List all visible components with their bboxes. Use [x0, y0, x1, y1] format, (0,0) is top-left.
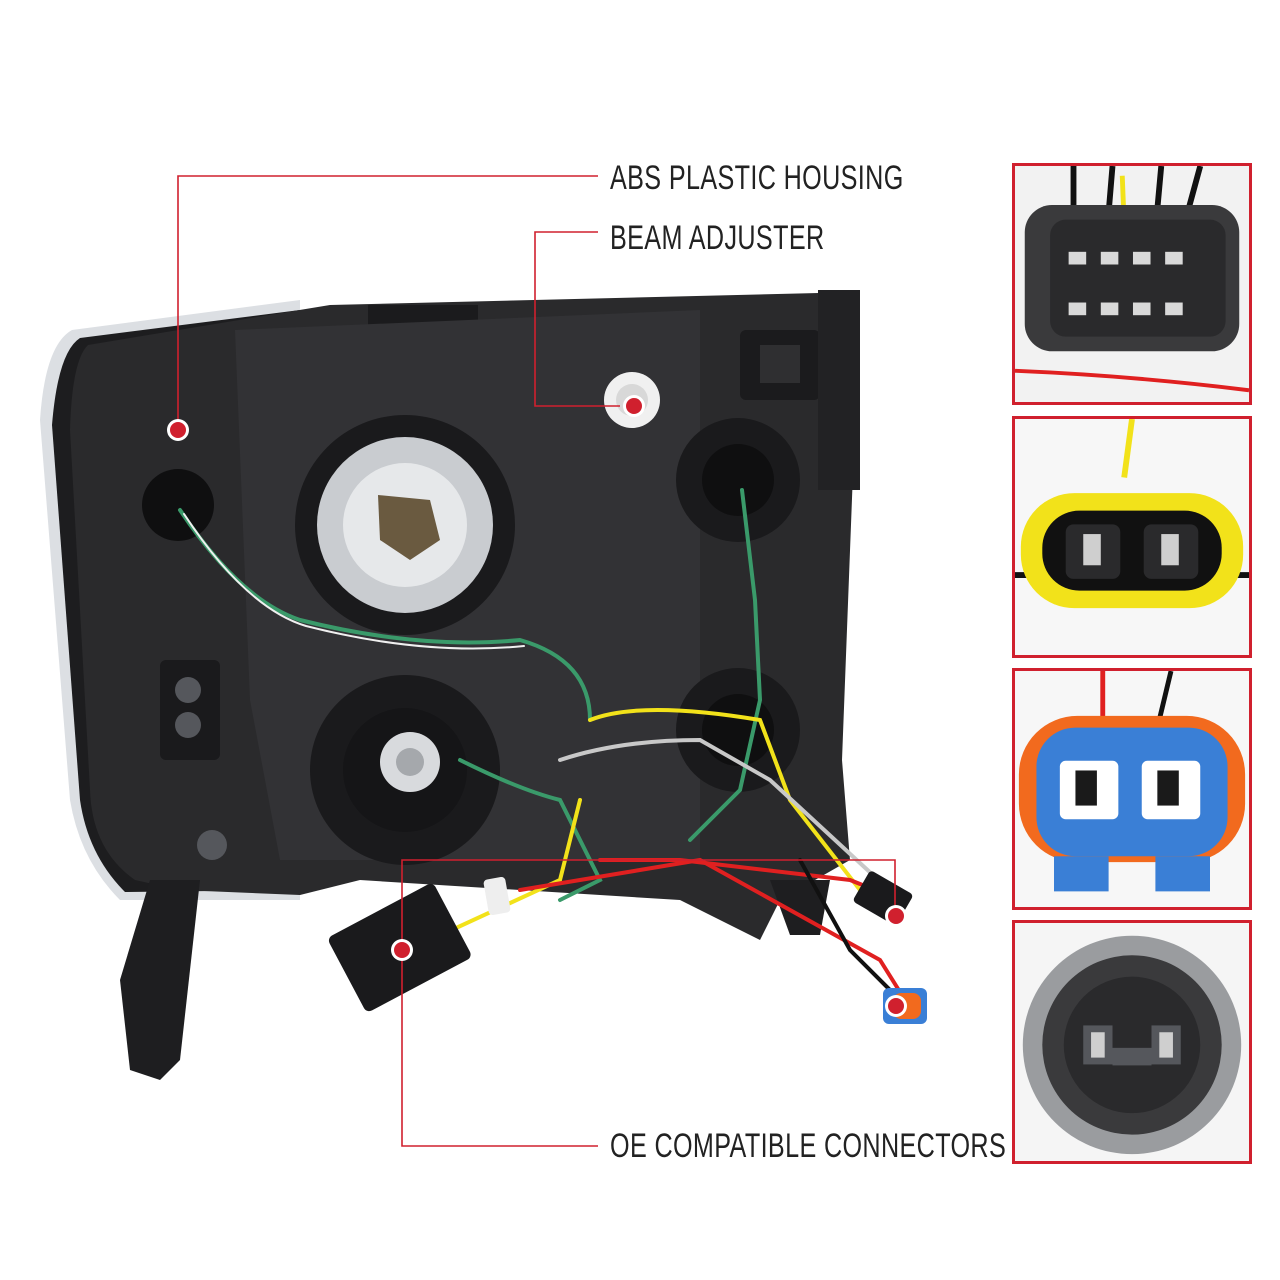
inset-3-tab-left — [1054, 856, 1109, 892]
lower-bracket-right — [770, 880, 830, 935]
inset-1-red-wire — [1015, 368, 1249, 393]
turn-socket-upper-cap — [702, 444, 774, 516]
marker-adjuster-dot — [626, 398, 642, 414]
harness-clip — [483, 876, 511, 916]
marker-connector-small-dot — [888, 908, 904, 924]
inset-2-pin-left — [1083, 534, 1101, 566]
side-port-1 — [175, 677, 201, 703]
inset-1-pins — [1068, 251, 1183, 316]
inset-3-pin-left — [1075, 770, 1097, 806]
low-beam-projector-center — [396, 748, 424, 776]
callout-connectors-label: OE COMPATIBLE CONNECTORS — [610, 1127, 1007, 1165]
inset-yellow-2-pin-connector — [1012, 416, 1252, 658]
inset-3-black-wire — [1156, 671, 1174, 721]
callout-line-connectors-top — [401, 859, 896, 950]
multi-pin-connector-icon — [1015, 166, 1249, 402]
callout-line-housing — [177, 175, 598, 430]
callout-adjuster-label: BEAM ADJUSTER — [610, 219, 825, 257]
inset-2-pin-right — [1161, 534, 1179, 566]
inset-2-yellow-wire — [1121, 419, 1135, 478]
callout-line-adjuster — [534, 231, 620, 407]
marker-connector-plug-dot — [394, 942, 410, 958]
inset-blue-orange-2-pin-connector — [1012, 668, 1252, 910]
side-port-3 — [197, 830, 227, 860]
inset-8-pin-connector — [1012, 163, 1252, 405]
lower-bracket-left — [120, 880, 200, 1080]
inset-1-plug-face — [1050, 219, 1226, 337]
inset-round-socket-connector — [1012, 920, 1252, 1164]
inset-4-socket-face — [1063, 976, 1201, 1114]
high-beam-bulb-hole — [378, 495, 440, 560]
inset-4-contact-center — [1112, 1047, 1152, 1066]
blue-connector-icon — [1015, 671, 1249, 907]
inset-3-plug-face — [1036, 727, 1228, 857]
callout-markers — [167, 395, 907, 1017]
yellow-connector-icon — [1015, 419, 1249, 655]
callout-line-connectors-left — [401, 950, 598, 1147]
marker-housing-dot — [170, 422, 186, 438]
side-port-2 — [175, 712, 201, 738]
side-port-block — [160, 660, 220, 760]
inset-3-pin-right — [1157, 770, 1179, 806]
inset-4-pin-left — [1091, 1032, 1105, 1058]
inset-4-pin-right — [1159, 1032, 1173, 1058]
round-socket-icon — [1015, 923, 1249, 1161]
inset-3-tab-right — [1155, 856, 1210, 892]
inset-1-wires — [1070, 166, 1204, 225]
callout-housing-label: ABS PLASTIC HOUSING — [610, 159, 904, 197]
top-tab-right-hole — [760, 345, 800, 383]
side-bracket-right — [818, 290, 860, 490]
side-marker-socket — [142, 469, 214, 541]
marker-connector-blue-dot — [888, 998, 904, 1014]
